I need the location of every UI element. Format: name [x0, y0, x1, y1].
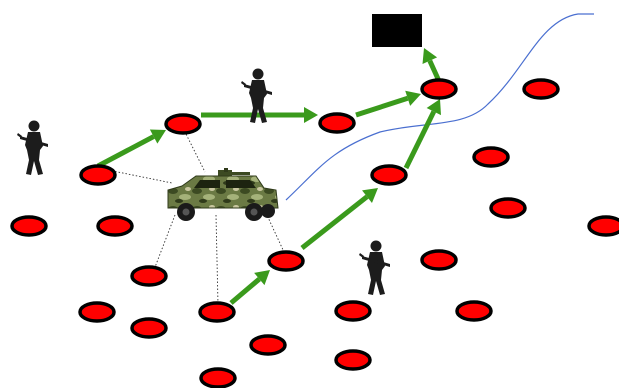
sensor-node	[96, 215, 134, 237]
path-arrow	[300, 188, 378, 250]
green-path-arrows	[96, 48, 442, 305]
sensor-node	[334, 349, 372, 371]
sensor-node	[198, 301, 236, 323]
sensor-node	[249, 334, 287, 356]
destination-square-icon	[372, 14, 422, 47]
path-arrow	[355, 90, 421, 118]
sensor-nodes	[10, 78, 619, 388]
sensor-node	[455, 300, 493, 322]
sensor-node	[79, 164, 117, 186]
path-arrow	[229, 270, 270, 305]
sensor-node	[420, 249, 458, 271]
sensor-node	[318, 112, 356, 134]
sensor-node	[334, 300, 372, 322]
blue-trajectory-curve	[285, 13, 594, 201]
sensor-node	[472, 146, 510, 168]
path-arrow	[422, 48, 442, 83]
dotted-link	[151, 214, 176, 276]
dotted-link	[215, 214, 219, 306]
sensor-node	[130, 265, 168, 287]
military-vehicle-icon	[167, 168, 279, 221]
sensor-node	[78, 301, 116, 323]
path-arrow	[403, 99, 441, 170]
sensor-node	[199, 367, 237, 388]
sensor-node	[587, 215, 619, 237]
dotted-link	[265, 212, 285, 253]
soldier-icon	[359, 240, 390, 295]
dotted-link	[182, 127, 206, 173]
sensor-node	[164, 113, 202, 135]
path-arrow	[96, 129, 166, 169]
sensor-node	[489, 197, 527, 219]
sensor-node	[522, 78, 560, 100]
sensor-node	[10, 215, 48, 237]
soldier-icon	[17, 120, 48, 175]
sensor-node	[370, 164, 408, 186]
sensor-node	[420, 78, 458, 100]
dotted-links	[97, 127, 285, 306]
sensor-node	[130, 317, 168, 339]
sensor-node	[267, 250, 305, 272]
